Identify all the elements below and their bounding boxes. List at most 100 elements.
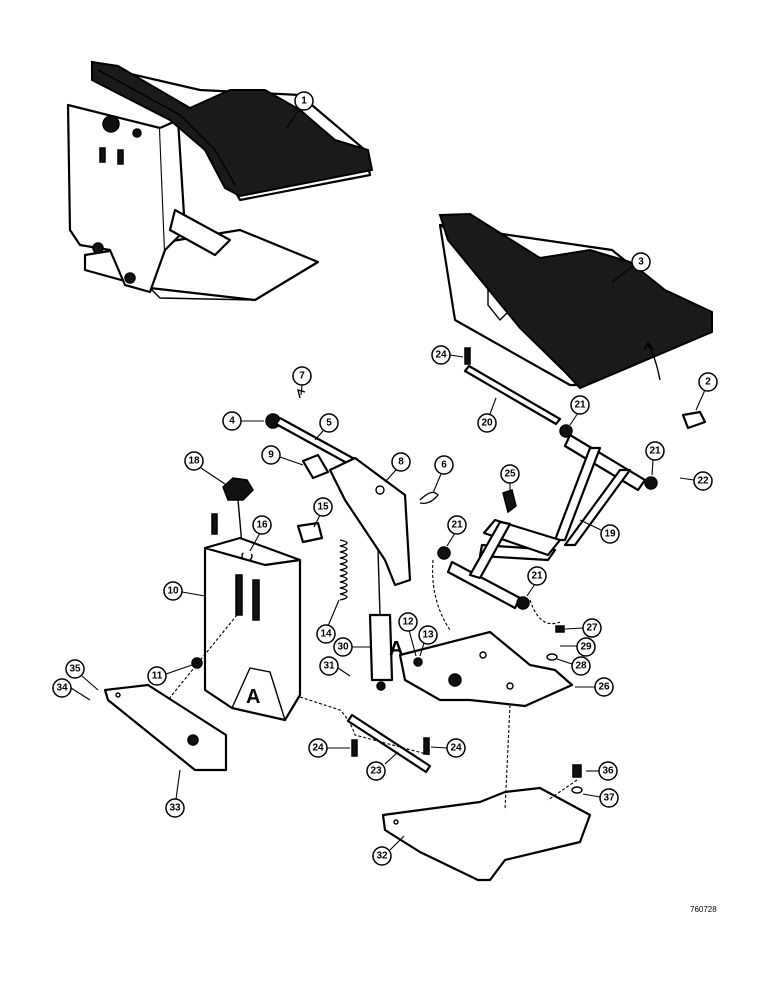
svg-text:16: 16 [256, 520, 268, 531]
callout-37: 37 [582, 788, 619, 808]
washer-21-c [437, 546, 451, 560]
svg-text:37: 37 [603, 793, 615, 804]
svg-text:10: 10 [167, 586, 179, 597]
clip-part-2 [681, 410, 707, 430]
bracket-part-8 [328, 456, 412, 587]
svg-text:21: 21 [451, 520, 463, 531]
svg-text:19: 19 [604, 529, 616, 540]
svg-text:4: 4 [229, 416, 235, 427]
svg-text:5: 5 [326, 418, 332, 429]
washer-21-d [516, 596, 530, 610]
document-number: 760728 [690, 905, 717, 914]
section-mark-a-left: A [246, 686, 260, 708]
callout-2: 2 [695, 372, 718, 411]
callout-36: 36 [586, 761, 618, 781]
callout-33: 33 [165, 769, 185, 818]
svg-text:18: 18 [188, 456, 200, 467]
spacer-part-9 [301, 453, 330, 480]
svg-text:27: 27 [586, 623, 598, 634]
callout-21-d: 21 [526, 566, 547, 597]
callout-24-a: 24 [431, 345, 464, 365]
svg-text:28: 28 [575, 661, 587, 672]
svg-text:25: 25 [504, 469, 516, 480]
svg-text:32: 32 [376, 851, 388, 862]
roll-pin-24-c [423, 737, 430, 755]
callout-29: 29 [560, 637, 596, 657]
callout-23: 23 [366, 751, 399, 781]
callout-32: 32 [372, 835, 405, 866]
callout-19: 19 [579, 519, 620, 544]
svg-text:11: 11 [152, 671, 163, 682]
callout-1: 1 [286, 91, 314, 129]
washer-21-a [559, 424, 573, 438]
svg-text:31: 31 [323, 661, 335, 672]
callout-21-c: 21 [446, 515, 467, 547]
svg-text:36: 36 [602, 766, 614, 777]
svg-text:7: 7 [299, 371, 305, 382]
callout-21-a: 21 [569, 395, 590, 426]
roll-pin-24-b [351, 739, 358, 757]
washer-part-28 [546, 653, 558, 661]
cylinder-part-30 [368, 549, 394, 691]
assembled-seat-illustration [66, 60, 374, 302]
callout-21-b: 21 [645, 441, 665, 476]
callout-24-c: 24 [430, 738, 466, 758]
callout-9: 9 [261, 445, 304, 466]
rod-part-20 [463, 347, 562, 426]
svg-text:21: 21 [649, 446, 661, 457]
svg-text:30: 30 [337, 642, 349, 653]
svg-text:14: 14 [320, 629, 332, 640]
clip-part-25 [502, 489, 517, 514]
spring-part-14 [339, 539, 348, 601]
washer-part-37 [571, 786, 583, 794]
callout-15: 15 [313, 497, 333, 528]
svg-text:24: 24 [435, 350, 447, 361]
svg-text:35: 35 [69, 664, 81, 675]
svg-text:3: 3 [638, 257, 644, 268]
callout-22: 22 [679, 471, 713, 491]
svg-text:24: 24 [450, 743, 462, 754]
svg-text:21: 21 [574, 400, 586, 411]
svg-text:26: 26 [598, 682, 610, 693]
svg-text:20: 20 [481, 418, 493, 429]
svg-text:13: 13 [422, 630, 434, 641]
callout-12: 12 [398, 612, 418, 657]
svg-text:15: 15 [317, 502, 329, 513]
callout-27: 27 [564, 618, 602, 638]
callout-28: 28 [556, 656, 591, 676]
plate-part-26 [398, 630, 574, 708]
svg-text:6: 6 [441, 460, 447, 471]
callout-20: 20 [477, 397, 497, 433]
callout-11: 11 [147, 664, 193, 686]
callout-7: 7 [292, 366, 312, 396]
svg-text:12: 12 [402, 617, 414, 628]
callout-25: 25 [500, 464, 520, 492]
pin-part-6 [419, 491, 439, 505]
svg-text:33: 33 [169, 803, 181, 814]
callout-24-b: 24 [308, 738, 350, 758]
svg-text:21: 21 [531, 571, 543, 582]
callout-6: 6 [432, 455, 454, 494]
svg-text:2: 2 [705, 377, 711, 388]
callout-31: 31 [319, 656, 351, 677]
callout-14: 14 [316, 599, 340, 644]
washer-21-b [644, 476, 658, 490]
callout-4: 4 [222, 411, 264, 431]
callout-10: 10 [163, 581, 206, 601]
screw-part-36 [572, 764, 582, 778]
nut-part-12 [413, 657, 423, 667]
callout-16: 16 [249, 515, 272, 552]
callout-26: 26 [575, 677, 614, 697]
bracket-part-15 [296, 521, 324, 544]
plate-part-32 [381, 786, 592, 882]
svg-text:23: 23 [370, 766, 382, 777]
svg-text:9: 9 [268, 450, 274, 461]
callout-8: 8 [384, 452, 411, 483]
callout-5: 5 [314, 413, 339, 441]
callout-35: 35 [65, 659, 99, 691]
frame-part-19 [446, 433, 647, 610]
callout-3: 3 [611, 252, 651, 283]
assembly-guide-lines [167, 559, 578, 811]
svg-text:34: 34 [56, 683, 68, 694]
